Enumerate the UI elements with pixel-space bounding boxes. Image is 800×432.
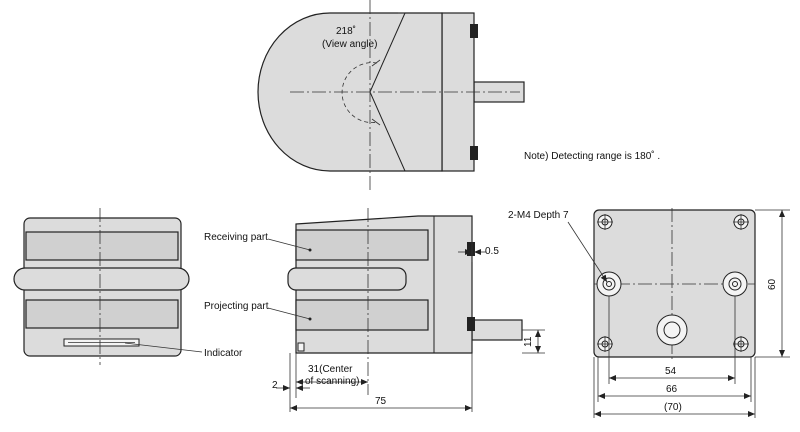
dim-offset: 2	[272, 380, 278, 391]
top-tab-upper	[470, 24, 478, 38]
dim-length: 75	[375, 396, 387, 407]
side-receiving-window	[295, 229, 429, 261]
side-rib	[287, 267, 407, 291]
side-cable	[471, 319, 523, 341]
top-tab-lower	[470, 146, 478, 160]
projecting-leader	[267, 307, 311, 320]
receiving-leader	[267, 238, 311, 251]
thread-leader	[567, 221, 608, 283]
thread-spec: 2-M4 Depth 7	[508, 210, 569, 221]
view-angle-text: (View angle)	[322, 39, 377, 50]
top-dome	[257, 12, 443, 172]
rear-screws	[597, 214, 749, 352]
projecting-label: Projecting part	[204, 301, 269, 312]
dim-height: 60	[767, 278, 778, 290]
side-projecting-window	[295, 299, 429, 331]
front-rib	[13, 267, 190, 291]
side-tab-lower	[467, 317, 475, 331]
top-view: 218˚ (View angle)	[257, 0, 525, 190]
side-view: Receiving part Projecting part 0.5 11 2 …	[204, 208, 545, 412]
note-text: Note) Detecting range is 180˚ .	[524, 150, 660, 162]
dim-scan-center-2: of scanning)	[305, 376, 359, 387]
view-angle-arc	[341, 62, 379, 123]
view-angle-value: 218˚	[336, 25, 356, 37]
rear-view: 2-M4 Depth 7 60 54 66 (70)	[508, 208, 790, 418]
front-projecting-window	[25, 299, 179, 329]
dim-hole-pitch: 54	[665, 366, 677, 377]
front-receiving-window	[25, 231, 179, 261]
receiving-label: Receiving part	[204, 232, 268, 243]
side-tab-upper	[467, 242, 475, 256]
dim-cable-height: 11	[523, 336, 534, 347]
dim-scan-center-1: 31(Center	[308, 364, 353, 375]
dim-gap: 0.5	[485, 246, 499, 257]
indicator-leader	[124, 342, 203, 353]
dim-overall-width: (70)	[664, 402, 682, 413]
dim-width: 66	[666, 384, 678, 395]
indicator-label: Indicator	[204, 348, 243, 359]
rear-plate	[593, 209, 756, 358]
front-view: Indicator	[13, 208, 243, 365]
